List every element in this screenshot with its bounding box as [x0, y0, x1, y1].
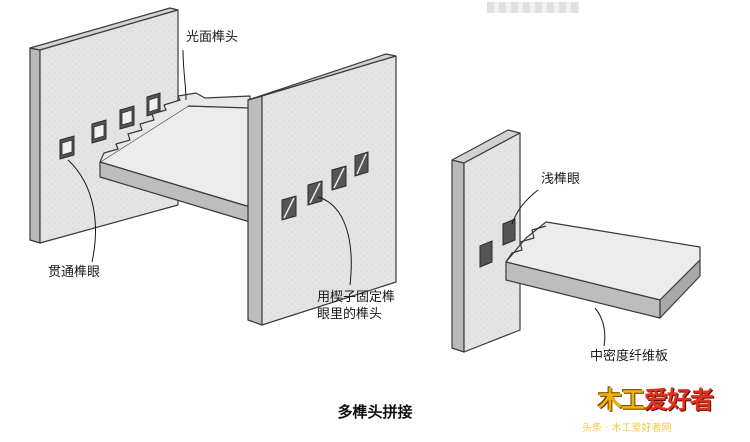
mortise-hole — [479, 240, 493, 268]
watermark-logo: 木工爱好者 — [598, 380, 714, 415]
tenon-end — [148, 96, 159, 113]
leader-wedge — [317, 196, 352, 286]
tenon-end — [121, 109, 133, 126]
shallow-mortises — [479, 218, 516, 268]
watermark-subtitle: 头条 · 木工爱好者网 — [582, 423, 672, 434]
right-panel-side — [247, 95, 263, 326]
label-wedge-line1: 用楔子固定榫 — [317, 290, 396, 305]
small-panel-side — [451, 159, 465, 353]
wedge — [309, 182, 321, 204]
horizontal-board — [99, 92, 263, 223]
mdf-board-side — [659, 259, 701, 319]
mdf-board — [505, 221, 701, 319]
label-shallow-mortise: 浅榫眼 — [541, 172, 581, 187]
leader-through-mortise — [67, 159, 96, 263]
leader-lines — [67, 49, 606, 347]
label-mdf-board: 中密度纤维板 — [590, 349, 669, 364]
watermark-logo-part1: 木工 — [598, 386, 645, 414]
label-wedge-line2: 眼里的榫头 — [317, 307, 383, 322]
mdf-tenon-steps — [505, 225, 547, 263]
watermark-logo-part2: 爱好者 — [644, 386, 714, 414]
leader-mdf — [594, 307, 606, 347]
wedge — [333, 167, 345, 189]
diagram-caption: 多榫头拼接 — [337, 403, 413, 421]
wedge — [356, 153, 367, 175]
leader-tenon-face — [182, 49, 187, 101]
mortise-hole — [502, 218, 516, 246]
blurred-header — [487, 2, 579, 13]
wedge — [283, 197, 295, 219]
left-panel-side — [29, 47, 41, 244]
tenon-fingers — [99, 92, 251, 163]
tenon-ends-left — [61, 96, 159, 156]
label-through-mortise: 贯通榫眼 — [48, 265, 101, 280]
wedges — [283, 153, 367, 219]
tenon-end — [61, 139, 73, 156]
tenon-end — [93, 123, 105, 140]
leader-shallow-mortise — [511, 189, 539, 225]
label-tenon-face: 光面榫头 — [186, 30, 239, 45]
right-panel — [247, 53, 397, 326]
